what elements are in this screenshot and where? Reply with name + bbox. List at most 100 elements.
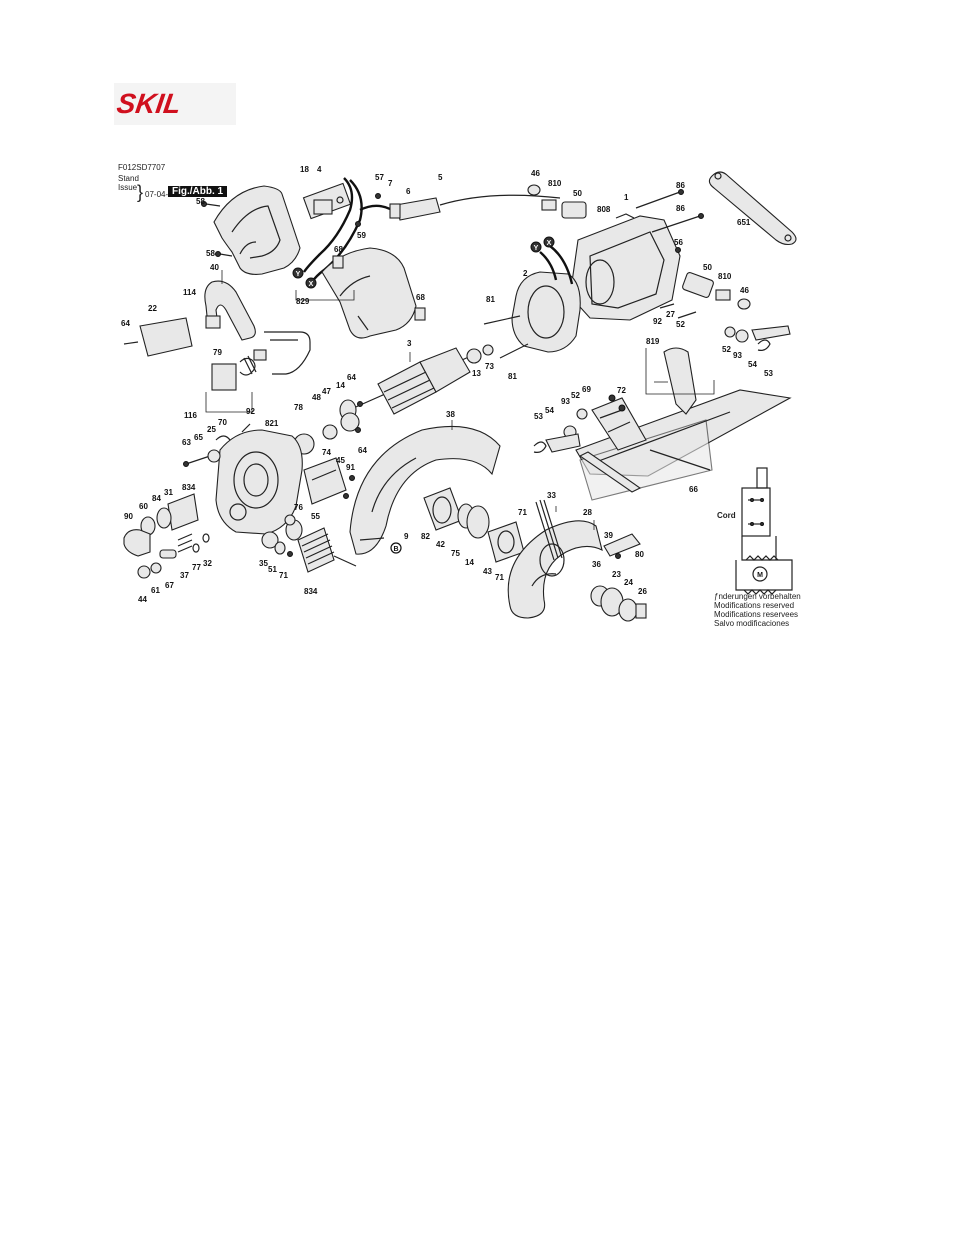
wire-marker-x1-label: X: [309, 281, 314, 288]
bevel-knob-parts-left: [533, 408, 588, 453]
part-label: 48: [312, 393, 321, 402]
part-label: 80: [635, 550, 644, 559]
document-id: F012SD7707: [118, 163, 166, 172]
part-label: 33: [547, 491, 556, 500]
part-label: 69: [582, 385, 591, 394]
note-line: Modifications reservees: [714, 610, 799, 619]
issue-label: Issue: [118, 183, 138, 192]
upper-blade-guard: [349, 425, 501, 555]
part-label: 22: [148, 304, 157, 313]
part-label: 86: [676, 204, 685, 213]
part-label: 829: [296, 297, 310, 306]
part-label: 834: [304, 587, 318, 596]
part-label: 64: [347, 373, 356, 382]
part-label: 46: [740, 286, 749, 295]
part-label: 75: [451, 549, 460, 558]
leader-lines: [221, 270, 715, 530]
part-label: 52: [571, 391, 580, 400]
gear-housing: [215, 429, 303, 535]
part-label: 92: [653, 317, 662, 326]
part-label: 834: [182, 483, 196, 492]
part-label: 71: [279, 571, 288, 580]
part-label: 810: [718, 272, 732, 281]
guard-spring: [535, 499, 563, 561]
part-label: 58: [206, 249, 215, 258]
part-label: 82: [421, 532, 430, 541]
part-label: 57: [375, 173, 384, 182]
part-label: 43: [483, 567, 492, 576]
part-label: 64: [121, 319, 130, 328]
part-label: 54: [748, 360, 757, 369]
part-label: 59: [357, 231, 366, 240]
part-label: 74: [322, 448, 331, 457]
base-shoe: [575, 389, 792, 501]
part-label: 42: [436, 540, 445, 549]
part-number-labels: 18 4 57 7 5 6 58 58 68 68 59 829 40 114 …: [121, 165, 773, 604]
part-label: 4: [317, 165, 322, 174]
part-label: 1: [624, 193, 629, 202]
part-label: 55: [311, 512, 320, 521]
part-label: 7: [388, 179, 393, 188]
part-label: 61: [151, 586, 160, 595]
issue-date: 07-04-20: [145, 190, 178, 199]
part-label: 54: [545, 406, 554, 415]
part-label: 27: [666, 310, 675, 319]
note-line: ƒnderungen vorbehalten: [714, 592, 801, 601]
part-label: 25: [207, 425, 216, 434]
part-label: 35: [259, 559, 268, 568]
part-label: 93: [733, 351, 742, 360]
switch-assembly: [302, 182, 352, 220]
part-label: 14: [336, 381, 345, 390]
part-label: 50: [703, 263, 712, 272]
spindle-bearing-set: [423, 487, 525, 563]
blade-flange-set: [590, 585, 647, 622]
part-label: 56: [674, 238, 683, 247]
part-label: 52: [676, 320, 685, 329]
part-label: 18: [300, 165, 309, 174]
gear-screws-left: [183, 423, 251, 467]
part-label: 37: [180, 571, 189, 580]
wiring-schematic: M: [735, 467, 793, 595]
stand-label: Stand: [118, 174, 139, 183]
part-label: 46: [531, 169, 540, 178]
part-label: 71: [495, 573, 504, 582]
part-label: 81: [486, 295, 495, 304]
part-label: 86: [676, 181, 685, 190]
part-label: 78: [294, 403, 303, 412]
part-label: 26: [638, 587, 647, 596]
part-label: 28: [583, 508, 592, 517]
part-label: 72: [617, 386, 626, 395]
armature: [339, 347, 481, 421]
motor-symbol: M: [757, 572, 763, 579]
note-line: Modifications reserved: [714, 601, 795, 610]
part-label: 44: [138, 595, 147, 604]
part-label: 38: [446, 410, 455, 419]
part-label: 73: [485, 362, 494, 371]
part-label: 651: [737, 218, 751, 227]
part-label: 92: [246, 407, 255, 416]
wire-marker-b: B: [390, 542, 402, 554]
wire-marker-y2: Y: [530, 241, 542, 253]
part-label: 39: [604, 531, 613, 540]
part-label: 53: [764, 369, 773, 378]
motor-screws: [355, 315, 529, 433]
part-label: 114: [183, 288, 196, 297]
cover-plate: [123, 317, 193, 357]
part-label: 808: [597, 205, 611, 214]
part-label: 52: [722, 345, 731, 354]
part-label: 36: [592, 560, 601, 569]
part-label: 5: [438, 173, 443, 182]
figure-label: Fig./Abb. 1: [168, 186, 228, 197]
part-label: 819: [646, 337, 660, 346]
part-label: 66: [689, 485, 698, 494]
field-coil: [511, 245, 581, 353]
cord-label: Cord: [717, 511, 736, 520]
part-label: 821: [265, 419, 279, 428]
skil-logo-mark: SKIL: [115, 88, 183, 119]
part-label: 6: [406, 187, 411, 196]
armature-bearings: [293, 344, 494, 455]
bevel-rod: [649, 449, 711, 471]
part-label: 24: [624, 578, 633, 587]
part-label: 116: [184, 411, 197, 420]
